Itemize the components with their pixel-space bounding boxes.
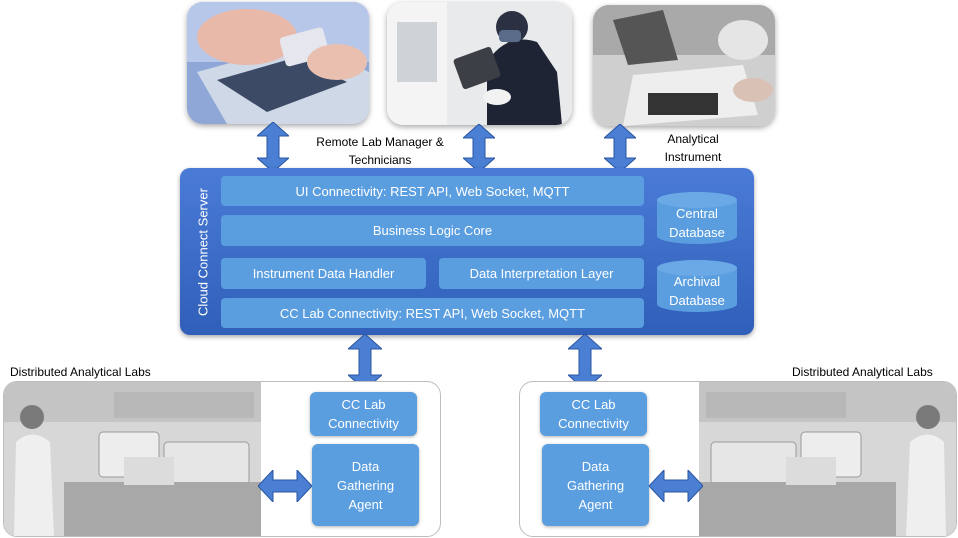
right-agent-line1: Data xyxy=(581,458,610,474)
business-logic-core: Business Logic Core xyxy=(221,215,644,246)
left-lab-title: Distributed Analytical Labs xyxy=(10,365,151,379)
photo-lab-technician xyxy=(387,2,572,125)
arrow-left-agent-instruments xyxy=(258,470,312,502)
archival-db-line2: Database xyxy=(669,293,725,308)
right-cc-line1: CC Lab xyxy=(571,397,616,412)
photo-manufacturers-meeting xyxy=(593,5,775,126)
arrow-right-agent-instruments xyxy=(649,470,703,502)
right-cc-line2: Connectivity xyxy=(558,416,629,431)
left-cc-line2: Connectivity xyxy=(328,416,399,431)
right-lab-photo xyxy=(699,382,956,536)
caption-remote-lab-manager: Remote Lab Manager & Technicians xyxy=(316,135,444,167)
photo-tablet-user xyxy=(187,2,369,124)
arrow-tablet-server xyxy=(257,122,289,172)
arrow-server-right-lab xyxy=(568,334,602,390)
instrument-data-handler: Instrument Data Handler xyxy=(221,258,426,289)
right-agent-line2: Gathering xyxy=(566,477,625,493)
data-interpretation-layer: Data Interpretation Layer xyxy=(439,258,644,289)
central-database: Central Database xyxy=(657,192,737,244)
right-lab-title: Distributed Analytical Labs xyxy=(792,365,933,379)
archival-database: Archival Database xyxy=(657,260,737,312)
left-cc-line1: CC Lab xyxy=(341,397,386,412)
arrow-technician-server xyxy=(463,124,495,172)
cc-lab-connectivity-layer: CC Lab Connectivity: REST API, Web Socke… xyxy=(221,298,644,328)
left-agent-line1: Data xyxy=(351,458,380,474)
left-lab-photo xyxy=(4,382,261,536)
archival-db-line1: Archival xyxy=(673,274,721,289)
left-agent-line2: Gathering xyxy=(336,477,395,493)
ui-connectivity-layer: UI Connectivity: REST API, Web Socket, M… xyxy=(221,176,644,206)
left-agent-line3: Agent xyxy=(348,496,383,512)
server-title: Cloud Connect Server xyxy=(195,187,211,316)
arrow-manufacturers-server xyxy=(604,124,636,172)
right-agent-line3: Agent xyxy=(578,496,613,512)
arrow-server-left-lab xyxy=(348,334,382,390)
central-db-line1: Central xyxy=(676,206,718,221)
central-db-line2: Database xyxy=(669,225,725,240)
